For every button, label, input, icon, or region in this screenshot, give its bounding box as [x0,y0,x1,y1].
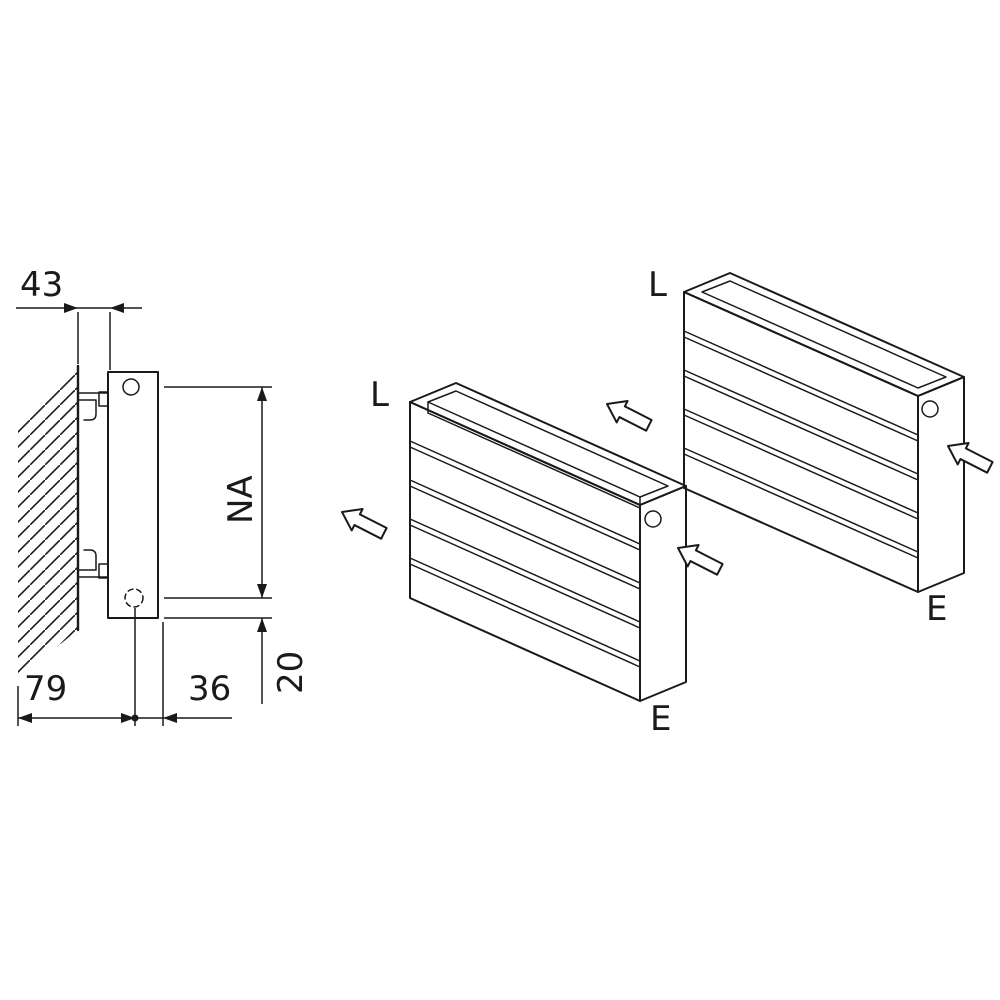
dim-43-label: 43 [20,265,63,305]
side-tapping-port [644,510,662,528]
pipe-connection-port [124,588,144,608]
flow-arrow-icon [677,544,724,576]
flow-arrow-icon [341,508,388,540]
radiator-iso-front: L E [370,375,687,739]
radiator-side-profile [107,371,159,619]
dimension-hub-distance: NA [164,386,272,599]
wall-hatching [18,366,78,678]
dim-36-label: 36 [188,669,231,709]
flow-arrow-icon [947,442,994,474]
dim-na-label: NA [221,475,261,524]
wall-section [18,364,80,678]
dimension-wall-gap: 43 [16,265,142,370]
label-l-back-radiator: L [648,265,667,305]
flow-arrow-icon [606,400,653,432]
dimension-point-marker [131,714,139,722]
radiator-iso-back: L E [648,265,965,629]
dimension-bottom-offset: 20 [164,617,311,704]
dimension-bottom-chain: 79 36 [17,608,232,726]
air-vent-port [122,378,140,396]
label-l-front-radiator: L [370,375,389,415]
top-grille [701,280,947,389]
side-view-drawing: 43 NA 20 79 36 [16,265,311,726]
dim-79-label: 79 [24,669,67,709]
end-cap [917,376,965,593]
top-face [683,272,965,397]
front-face [683,291,919,593]
side-tapping-port [921,400,939,418]
label-e-front-radiator: E [650,699,671,739]
front-slat-lines [683,330,919,559]
radiator-body-profile [107,371,159,619]
end-cap [639,485,687,702]
label-e-back-radiator: E [926,589,947,629]
top-opening-rim [427,390,669,498]
dim-20-label: 20 [271,651,311,694]
top-face [409,382,687,506]
front-face [409,401,641,702]
front-slat-lines [409,440,641,668]
mounting-bracket-bottom [77,549,109,579]
mounting-bracket-top [77,391,109,421]
